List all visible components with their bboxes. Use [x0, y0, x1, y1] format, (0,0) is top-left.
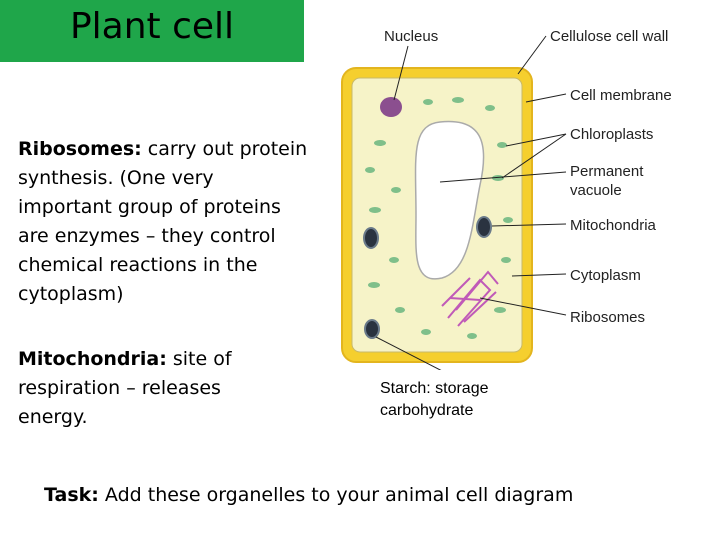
leader-lines: [375, 35, 567, 370]
label-ribosomes: Ribosomes: [570, 309, 645, 326]
label-vacuole-line2: vacuole: [570, 182, 622, 199]
mitochondria-note: Mitochondria: site of respiration – rele…: [18, 345, 258, 432]
plant-cell-diagram: Nucleus Cellulose cell wall Cell membran…: [341, 28, 672, 370]
nucleus: [380, 97, 402, 117]
ribosomes-text: carry out protein synthesis. (One very i…: [18, 138, 308, 305]
chloroplasts: [365, 97, 513, 339]
label-chloroplasts: Chloroplasts: [570, 126, 653, 143]
vacuole: [414, 120, 485, 280]
label-nucleus: Nucleus: [384, 28, 438, 45]
mitochondria-text: site of respiration – releases energy.: [18, 348, 232, 428]
starch-note: Starch: storage carbohydrate: [380, 380, 489, 419]
mitochondrion: [476, 216, 492, 238]
label-vacuole-line1: Permanent: [570, 163, 644, 180]
task-text: Add these organelles to your animal cell…: [98, 484, 574, 506]
page-title: Plant cell: [69, 6, 235, 47]
mitochondrion: [363, 227, 379, 249]
mitochondria-term: Mitochondria:: [18, 348, 167, 370]
ribosomes: [441, 270, 499, 327]
ribosomes-note: Ribosomes: carry out protein synthesis. …: [18, 135, 308, 309]
label-cell-wall: Cellulose cell wall: [550, 28, 668, 45]
ribosomes-term: Ribosomes:: [18, 138, 142, 160]
task-term: Task:: [44, 484, 99, 506]
label-mitochondria: Mitochondria: [570, 217, 657, 234]
mitochondrion: [364, 319, 380, 339]
label-cell-membrane: Cell membrane: [570, 87, 672, 104]
label-cytoplasm: Cytoplasm: [570, 267, 641, 284]
title-banner: Plant cell: [0, 0, 304, 62]
task-instruction: Task: Add these organelles to your anima…: [44, 484, 684, 506]
